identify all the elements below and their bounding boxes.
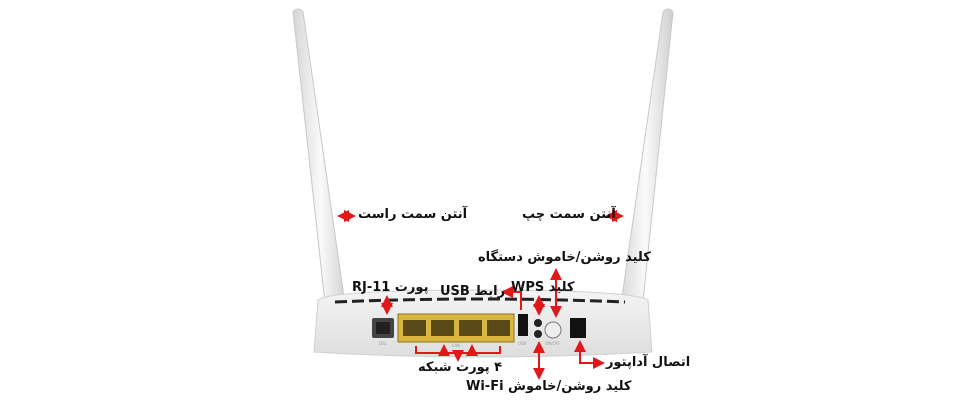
right-antenna [292,8,349,331]
wps-button [534,319,542,327]
annotation-arrows [337,210,624,380]
dsl-mark: DSL [379,341,387,346]
wifi-button-label: کلید روشن/خاموش Wi-Fi [466,379,632,394]
rj11-port-label: پورت RJ-11 [352,280,429,295]
power-jack [570,318,586,338]
power-button-label: کلید روشن/خاموش دستگاه [478,250,651,265]
usb-mark: USB [518,341,527,346]
right-antenna-label: آنتن سمت راست [358,207,468,222]
wps-button-label: کلید WPS [511,280,575,295]
usb-port-label: رابط USB [440,284,506,299]
left-antenna [617,8,674,331]
wifi-button [534,330,542,338]
usb-port [518,314,528,336]
lan-ports-label: ۴ پورت شبکه [418,360,503,375]
power-button [544,321,562,339]
left-antenna-label: آنتن سمت چپ [522,207,616,222]
adapter-label: اتصال آداپتور [606,355,691,370]
lan-mark: LAN [452,343,461,348]
onoff-mark: ON/OFF [545,341,561,346]
